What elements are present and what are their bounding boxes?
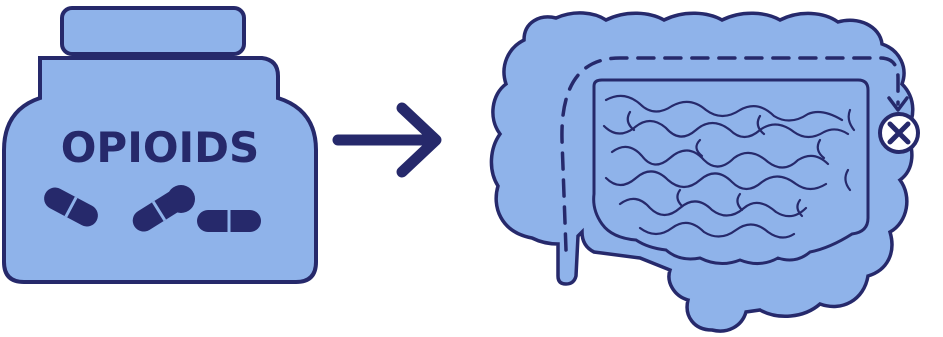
arrow-right-icon: [338, 108, 436, 172]
bottle-cap: [62, 8, 244, 54]
small-intestine: [594, 80, 868, 264]
intestine-icon: [491, 13, 918, 331]
pill-bottle-icon: OPIOIDS: [4, 8, 316, 282]
bottle-label: OPIOIDS: [61, 123, 260, 172]
x-circle-icon: [880, 114, 918, 152]
